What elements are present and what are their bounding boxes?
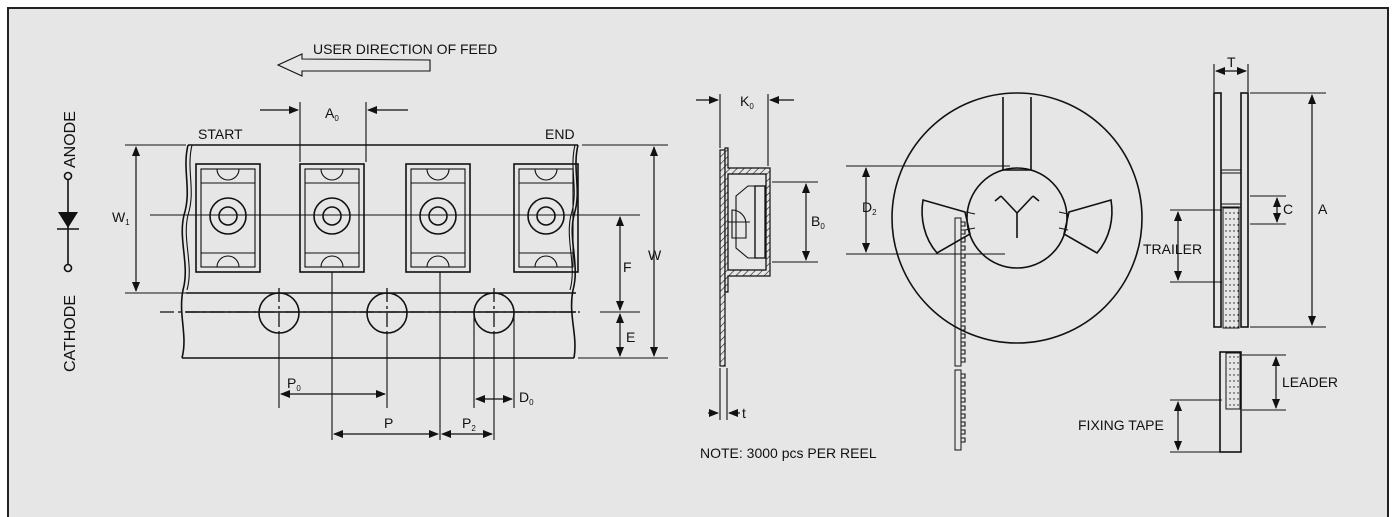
k0-label: K0 [740,93,754,111]
feed-arrow [276,53,431,77]
tape-cross-section [719,147,771,367]
p0-label: P0 [287,375,301,393]
cathode-label: CATHODE [62,295,79,372]
w-dimension [578,144,668,359]
t-label: t [742,405,746,421]
a0-dimension [260,102,408,162]
p2-label: P2 [462,415,476,433]
reel-note: NOTE: 3000 pcs PER REEL [700,445,877,461]
start-label: START [198,126,243,142]
end-label: END [545,126,575,142]
b0-label: B0 [811,213,825,231]
c-label: C [1283,201,1293,217]
d0-label: D0 [519,389,534,407]
diode-symbol [57,171,79,273]
p-dimension [331,272,441,440]
fixing-tape-dimension [1170,399,1222,453]
a0-label: A0 [325,105,339,123]
carrier-tape [150,144,640,359]
pocket-4 [513,163,579,273]
anode-label: ANODE [62,111,79,168]
e-label: E [626,329,635,345]
w-label: W [648,247,662,263]
fixing-tape-label: FIXING TAPE [1078,417,1164,433]
reel-tape-strip [954,217,966,451]
feed-direction-label: USER DIRECTION OF FEED [313,41,497,57]
reel-side-view [1213,92,1249,453]
d0-dimension [473,313,515,408]
panel-frame [7,7,1389,517]
leader-label: LEADER [1282,374,1338,390]
t-width-dimension [1213,64,1249,92]
b0-dimension [772,181,818,263]
pocket-1 [195,163,261,273]
d2-label: D2 [862,199,877,217]
trailer-label: TRAILER [1143,241,1202,257]
e-dimension [600,311,640,357]
pocket-3 [405,163,471,273]
t-dimension [708,368,740,420]
c-dimension [1250,195,1286,225]
w1-label: W1 [112,209,130,227]
f-label: F [623,259,632,275]
t-width-label: T [1227,54,1236,70]
a-label: A [1318,201,1328,217]
leader-dimension [1242,354,1286,411]
p2-dimension [441,333,495,440]
trailer-dimension [1170,209,1222,283]
p-label: P [384,415,393,431]
a-dimension [1250,92,1326,328]
d2-dimension [846,165,1010,255]
p0-dimension [278,333,388,408]
reel-front-view [891,92,1143,344]
k0-dimension [696,94,794,166]
w1-dimension [125,144,186,294]
